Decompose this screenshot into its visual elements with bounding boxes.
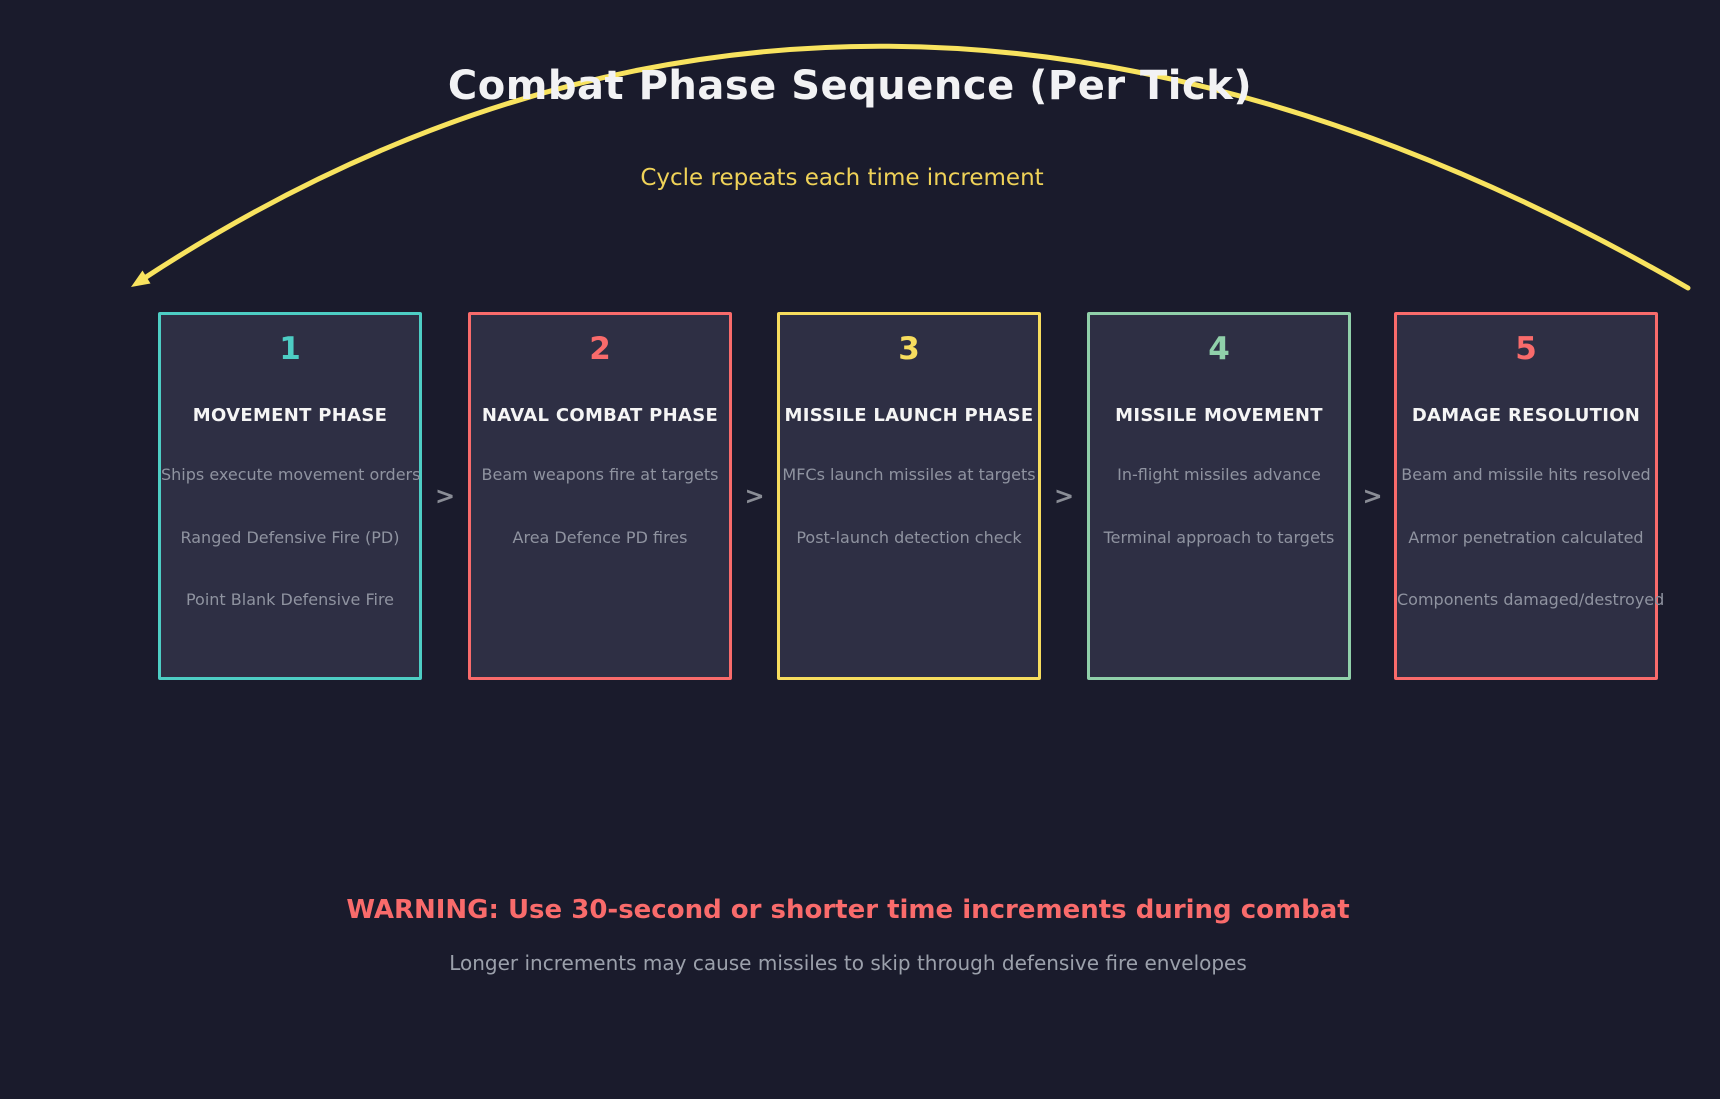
phase-item: In-flight missiles advance xyxy=(1117,465,1321,484)
flow-chevron-icon: > xyxy=(1362,482,1383,510)
phase-box-5: 5 DAMAGE RESOLUTION Beam and missile hit… xyxy=(1394,312,1665,680)
warning-subtitle: Longer increments may cause missiles to … xyxy=(449,951,1247,975)
phase-item: Beam weapons fire at targets xyxy=(481,465,719,484)
phase-number: 2 xyxy=(589,331,611,367)
flow-chevron-icon: > xyxy=(744,482,765,510)
phase-box-2: 2 NAVAL COMBAT PHASE Beam weapons fire a… xyxy=(468,312,732,680)
phase-item: Ranged Defensive Fire (PD) xyxy=(180,527,400,547)
phase-number: 5 xyxy=(1515,331,1537,367)
cycle-arrow-curve xyxy=(137,43,1691,291)
flow-chevron-icon: > xyxy=(1053,482,1075,510)
phase-item: Armor penetration calculated xyxy=(1408,527,1644,547)
phase-item: Terminal approach to targets xyxy=(1103,527,1335,547)
page-title: Combat Phase Sequence (Per Tick) xyxy=(447,63,1253,109)
phase-title: MOVEMENT PHASE xyxy=(192,405,388,426)
phase-item: Beam and missile hits resolved xyxy=(1401,465,1651,484)
phase-item: MFCs launch missiles at targets xyxy=(782,465,1036,484)
phase-title: MISSILE LAUNCH PHASE xyxy=(784,405,1034,426)
phase-number: 1 xyxy=(279,331,301,367)
phase-title: MISSILE MOVEMENT xyxy=(1115,405,1323,426)
warning-title: WARNING: Use 30-second or shorter time i… xyxy=(346,895,1350,925)
phase-item: Point Blank Defensive Fire xyxy=(185,590,395,609)
phase-number: 4 xyxy=(1208,331,1230,367)
phase-item: Components damaged/destroyed xyxy=(1397,590,1665,609)
cycle-subtitle: Cycle repeats each time increment xyxy=(640,165,1044,191)
phase-box-3: 3 MISSILE LAUNCH PHASE MFCs launch missi… xyxy=(777,312,1041,680)
phase-item: Area Defence PD fires xyxy=(512,527,688,547)
phase-box-1: 1 MOVEMENT PHASE Ships execute movement … xyxy=(158,312,422,680)
phase-number: 3 xyxy=(898,331,920,367)
phase-title: NAVAL COMBAT PHASE xyxy=(481,405,719,426)
flow-chevron-icon: > xyxy=(434,482,456,510)
cycle-arrow-head-icon xyxy=(131,270,151,287)
phase-item: Post-launch detection check xyxy=(796,527,1022,547)
phase-item: Ships execute movement orders xyxy=(161,465,421,484)
phase-title: DAMAGE RESOLUTION xyxy=(1411,405,1641,426)
phase-box-4: 4 MISSILE MOVEMENT In-flight missiles ad… xyxy=(1087,312,1351,680)
